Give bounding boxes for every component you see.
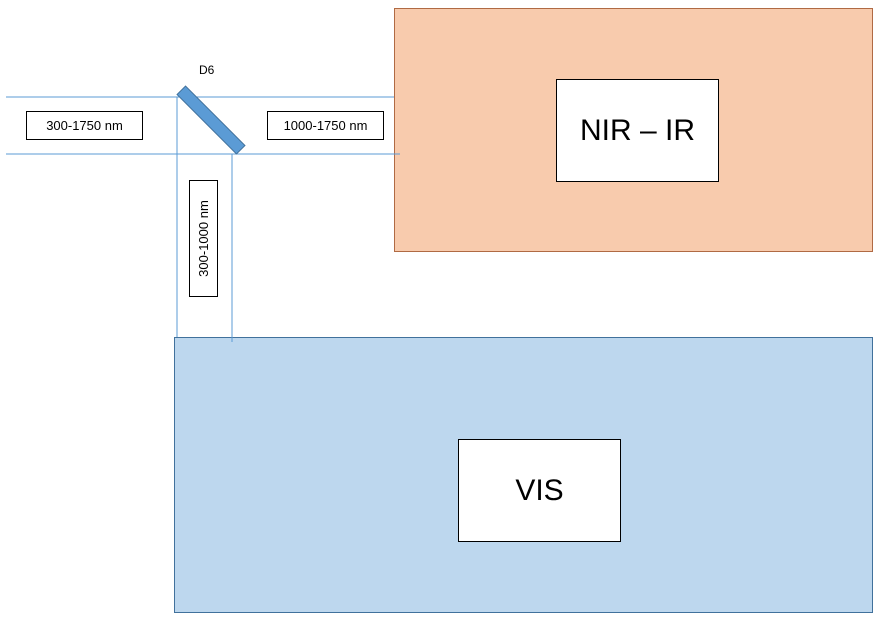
reflected-range-text: 300-1000 nm <box>196 200 211 277</box>
reflected-range-label: 300-1000 nm <box>189 180 218 297</box>
transmitted-range-label: 1000-1750 nm <box>267 111 384 140</box>
dichroic-mirror-d6 <box>176 85 246 155</box>
vis-label: VIS <box>458 439 621 542</box>
input-range-label: 300-1750 nm <box>26 111 143 140</box>
mirror-label: D6 <box>199 63 215 77</box>
nir-ir-label: NIR – IR <box>556 79 719 182</box>
